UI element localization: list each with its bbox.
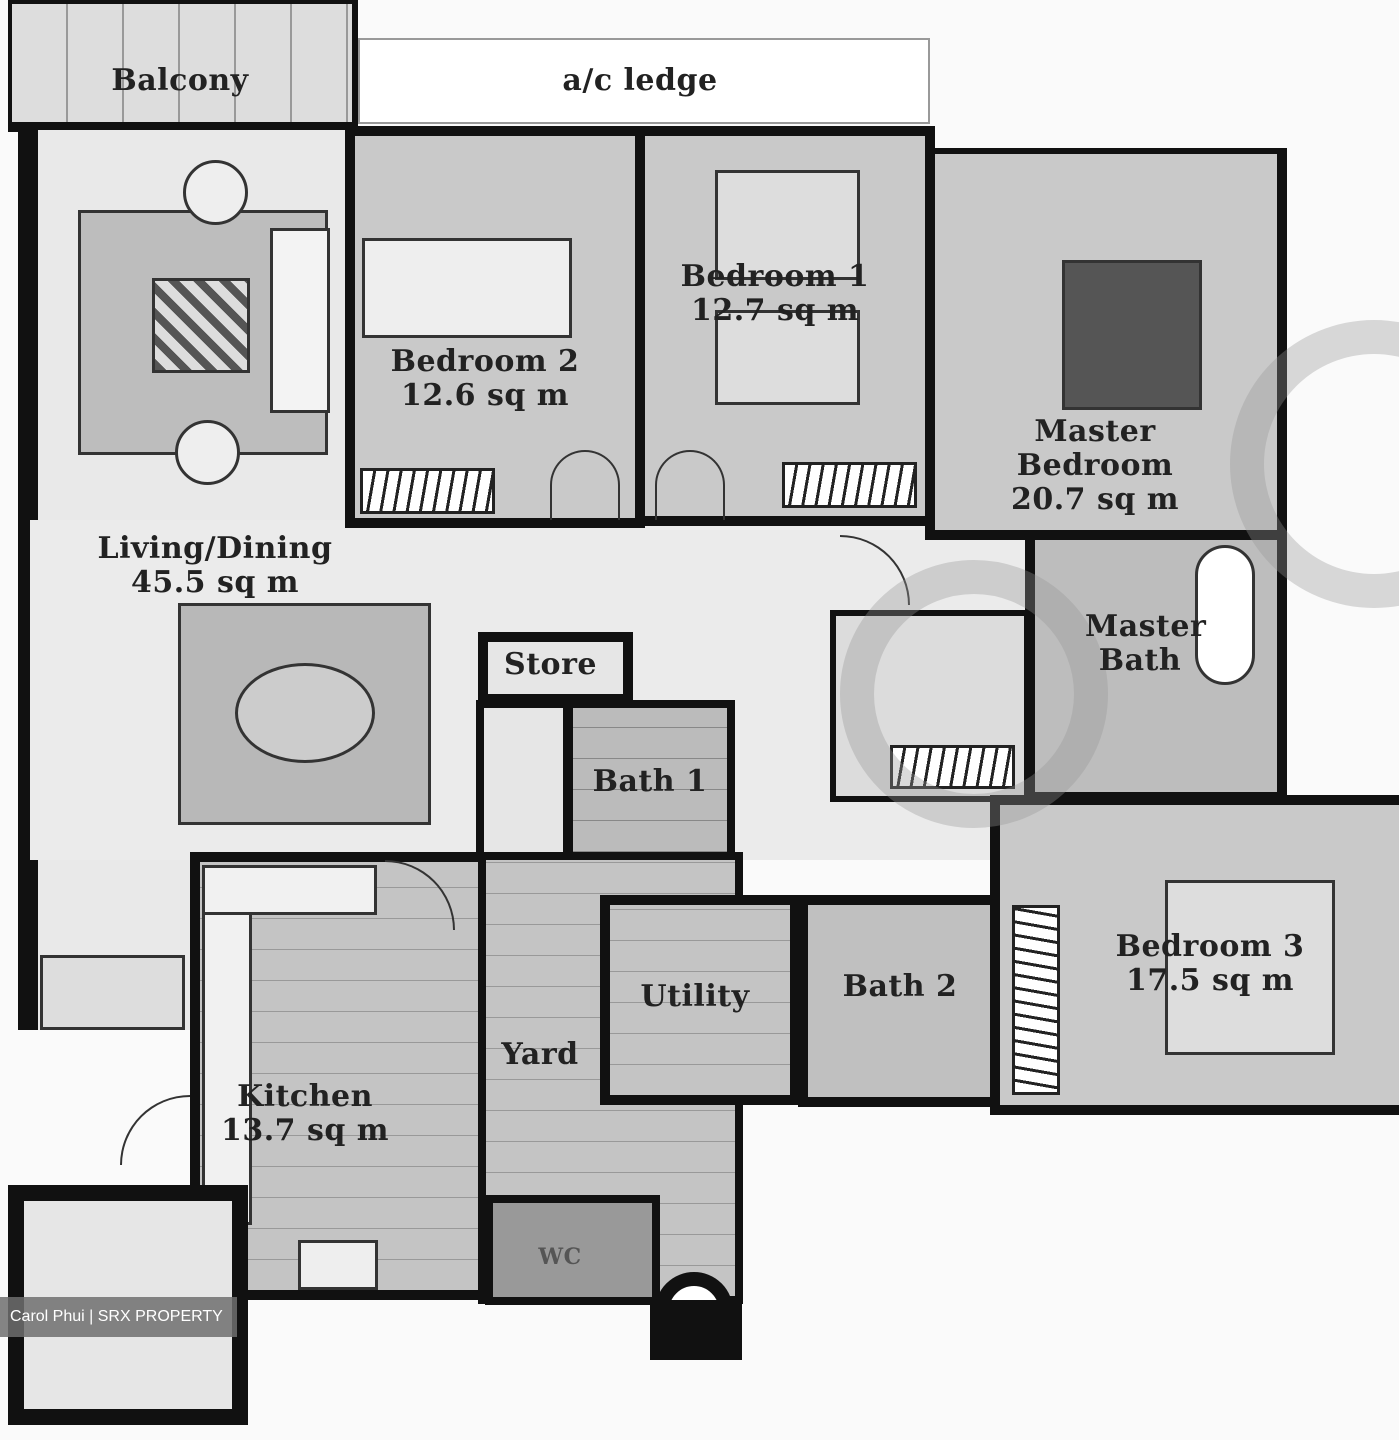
coffee-table xyxy=(152,278,250,373)
kitchen-counter xyxy=(202,865,252,1225)
room-area: 13.7 sq m xyxy=(220,1113,390,1148)
ac-ledge xyxy=(358,38,930,124)
bed xyxy=(715,170,860,280)
room-area: 17.5 sq m xyxy=(1125,963,1295,998)
door-swing xyxy=(550,450,620,520)
bath-1-label: Bath 1 xyxy=(592,764,708,799)
store-label: Store xyxy=(504,647,597,682)
kitchen-counter xyxy=(202,865,377,915)
wardrobe xyxy=(782,462,917,508)
door-swing xyxy=(120,1095,190,1165)
balcony xyxy=(8,0,358,132)
sofa xyxy=(270,228,330,413)
wc xyxy=(485,1195,660,1305)
entrance-door xyxy=(40,955,185,1030)
credit-label: Carol Phui | SRX PROPERTY xyxy=(0,1297,237,1337)
dining-table xyxy=(235,663,375,763)
room-area: 45.5 sq m xyxy=(130,565,300,600)
room-area: 12.7 sq m xyxy=(690,293,860,328)
bath-2-label: Bath 2 xyxy=(842,969,958,1004)
bed xyxy=(715,310,860,405)
room-name: Living/Dining xyxy=(97,531,333,566)
bed xyxy=(362,238,572,338)
wc-label: WC xyxy=(538,1244,582,1270)
store xyxy=(478,632,633,704)
master-bath-label: Master Bath xyxy=(1085,609,1207,678)
ac-ledge-label: a/c ledge xyxy=(562,63,718,98)
room-area: 20.7 sq m xyxy=(1010,482,1180,517)
armchair xyxy=(183,160,248,225)
room-name: Kitchen xyxy=(237,1079,373,1114)
utility xyxy=(600,895,800,1105)
yard-label: Yard xyxy=(501,1037,579,1072)
bed xyxy=(1165,880,1335,1055)
wardrobe xyxy=(1012,905,1060,1095)
door-swing xyxy=(655,450,725,520)
room-area: 12.6 sq m xyxy=(400,378,570,413)
room-name: Bedroom 1 xyxy=(680,259,870,294)
bathtub xyxy=(1195,545,1255,685)
armchair xyxy=(175,420,240,485)
watermark-logo xyxy=(840,560,1108,828)
wardrobe xyxy=(360,468,495,514)
balcony-label: Balcony xyxy=(111,63,249,98)
room-name: Bedroom 3 xyxy=(1115,929,1305,964)
utility-label: Utility xyxy=(640,979,750,1014)
room-name: Master Bedroom xyxy=(1016,414,1174,483)
bed xyxy=(1062,260,1202,410)
stove xyxy=(298,1240,378,1290)
linen-closet xyxy=(476,700,571,860)
room-name: Bedroom 2 xyxy=(390,344,580,379)
wall xyxy=(650,1300,742,1360)
